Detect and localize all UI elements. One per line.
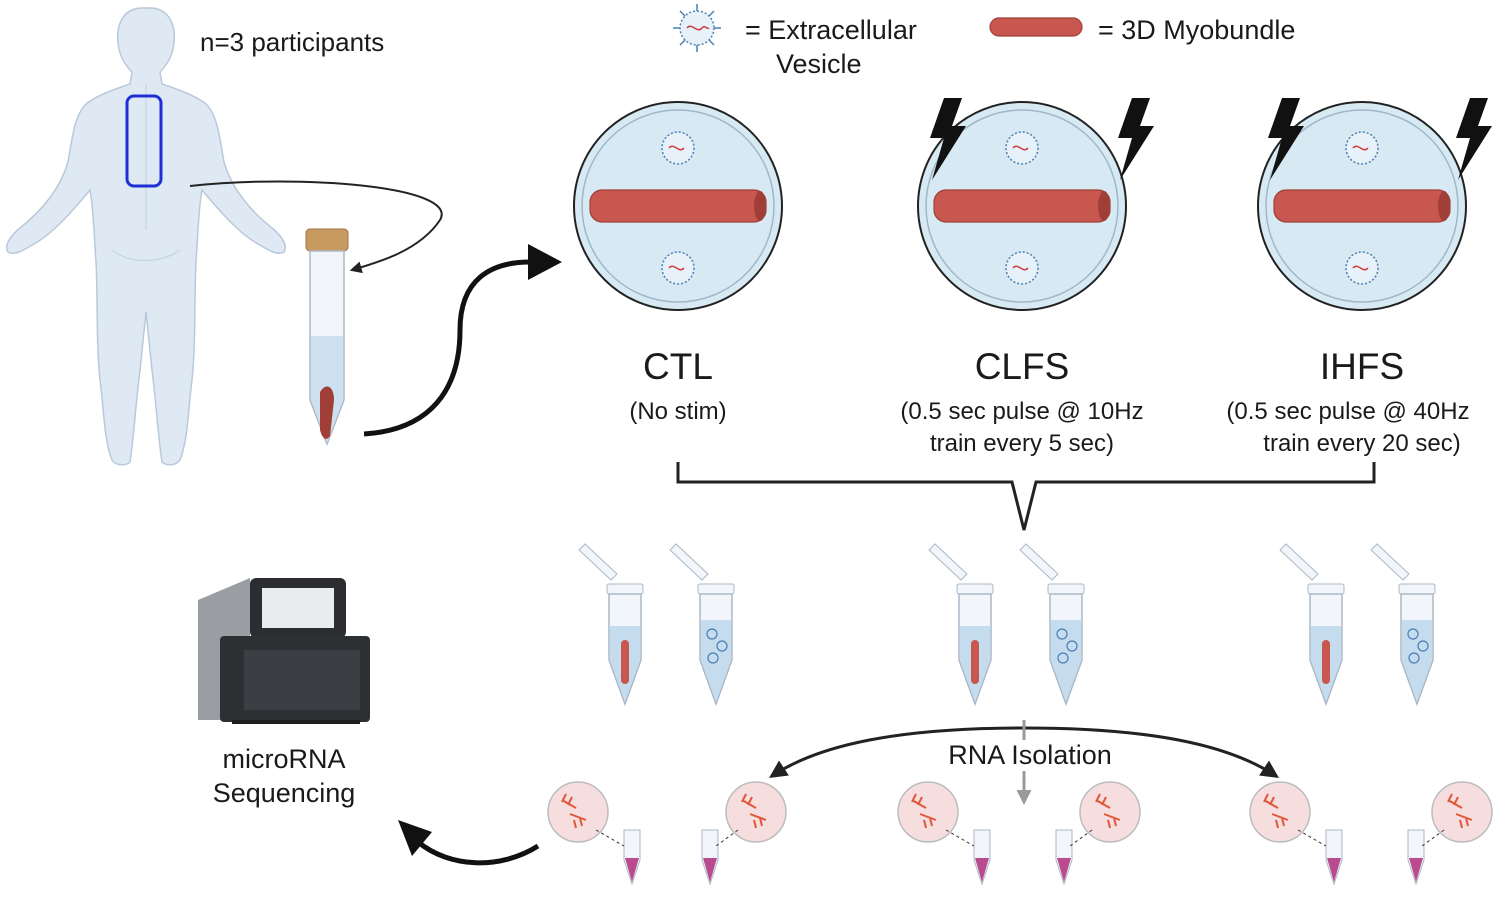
condition-ctl-desc: (No stim) bbox=[629, 398, 727, 425]
legend-myobundle-icon bbox=[989, 17, 1083, 37]
sequencing-label-line1: microRNA bbox=[222, 744, 346, 774]
condition-clfs-desc-line2: train every 5 sec) bbox=[929, 430, 1115, 457]
dish-ctl bbox=[573, 101, 783, 311]
dish-clfs bbox=[917, 98, 1154, 311]
to-sequencing-arrow bbox=[416, 840, 540, 866]
sequencer-machine-icon bbox=[198, 578, 370, 724]
condition-ihfs-desc-line1: (0.5 sec pulse @ 40Hz bbox=[1226, 398, 1470, 425]
lightning-icon bbox=[1268, 98, 1304, 180]
condition-clfs-name: CLFS bbox=[974, 346, 1070, 387]
conical-tube-icon bbox=[305, 228, 349, 447]
dish-ihfs bbox=[1257, 98, 1492, 311]
rna-isolation-label: RNA Isolation bbox=[908, 740, 1152, 772]
legend-vesicle-label-line2: Vesicle bbox=[776, 49, 862, 79]
human-body-figure bbox=[6, 7, 286, 466]
condition-ctl-name: CTL bbox=[643, 346, 713, 387]
condition-clfs-desc-line1: (0.5 sec pulse @ 10Hz bbox=[900, 398, 1144, 425]
legend-vesicle-icon bbox=[673, 4, 721, 52]
grouping-bracket bbox=[676, 462, 1376, 531]
sample-tubes bbox=[578, 543, 1436, 707]
rna-samples bbox=[547, 781, 1493, 886]
rna-isolation-arrow-left bbox=[769, 726, 1025, 778]
biopsy-site-box bbox=[125, 94, 163, 188]
lightning-icon bbox=[1456, 98, 1492, 180]
transfer-arrow bbox=[363, 259, 531, 437]
sequencing-label-line2: Sequencing bbox=[212, 778, 356, 808]
lightning-icon bbox=[1118, 98, 1154, 180]
biopsy-arrow bbox=[189, 180, 443, 274]
legend-myobundle-label: = 3D Myobundle bbox=[1098, 15, 1296, 45]
participants-label: n=3 participants bbox=[200, 27, 385, 57]
lightning-icon bbox=[930, 98, 966, 180]
condition-ihfs-desc-line2: train every 20 sec) bbox=[1263, 430, 1461, 457]
condition-ihfs-name: IHFS bbox=[1319, 346, 1405, 387]
legend-vesicle-label-line1: = Extracellular bbox=[745, 15, 917, 45]
rna-isolation-arrow-right bbox=[1023, 726, 1279, 778]
